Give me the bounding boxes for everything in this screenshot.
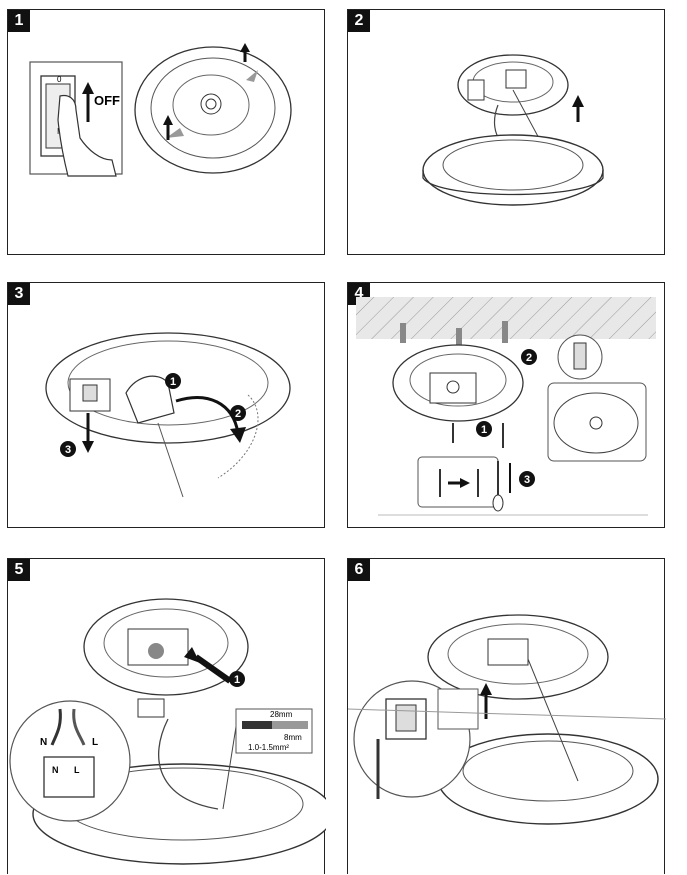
wire-section: 1.0-1.5mm² (248, 743, 289, 752)
step-4-illustration: 1 2 3 (356, 297, 656, 516)
svg-text:3: 3 (524, 474, 530, 486)
step-panel-3: 3 1 2 3 (7, 282, 325, 528)
step-3-illustration: 1 2 3 (45, 332, 291, 498)
strip-length-outer: 28mm (270, 710, 293, 719)
callout-3: 3 (60, 441, 76, 457)
svg-text:2: 2 (526, 352, 532, 364)
switch-off-mark: 0 (57, 75, 62, 84)
svg-text:1: 1 (234, 674, 240, 686)
wire-n-label: N (40, 737, 47, 748)
step-1-illustration: 0 I OFF (29, 43, 292, 177)
step-panel-4: 4 (347, 282, 665, 528)
step-number-3: 3 (8, 283, 30, 305)
wire-l-label: L (92, 737, 98, 748)
step-number-5: 5 (8, 559, 30, 581)
svg-text:3: 3 (65, 444, 71, 456)
step-number-1: 1 (8, 10, 30, 32)
terminal-n-label: N (52, 765, 59, 775)
strip-length-inner: 8mm (284, 733, 302, 742)
callout-1: 1 (229, 671, 245, 687)
callout-2: 2 (521, 349, 537, 365)
callout-2: 2 (230, 405, 246, 421)
step-panel-2: 2 (347, 9, 665, 255)
step-number-2: 2 (348, 10, 370, 32)
step-panel-5: 5 1 28mm 8mm 1.0-1.5mm² N L N L (7, 558, 326, 874)
svg-text:2: 2 (235, 408, 241, 420)
step-5-illustration: 1 28mm 8mm 1.0-1.5mm² N L N L (9, 598, 326, 865)
step-6-illustration (348, 614, 666, 825)
step-2-illustration (422, 54, 604, 206)
off-label: OFF (94, 93, 120, 108)
callout-1: 1 (165, 373, 181, 389)
step-number-6: 6 (348, 559, 370, 581)
svg-text:1: 1 (481, 424, 487, 436)
step-panel-1: 1 0 I OFF (7, 9, 325, 255)
callout-3: 3 (519, 471, 535, 487)
step-panel-6: 6 (347, 558, 666, 874)
svg-text:1: 1 (170, 376, 176, 388)
switch-on-mark: I (57, 127, 59, 136)
callout-1: 1 (476, 421, 492, 437)
terminal-l-label: L (74, 765, 80, 775)
